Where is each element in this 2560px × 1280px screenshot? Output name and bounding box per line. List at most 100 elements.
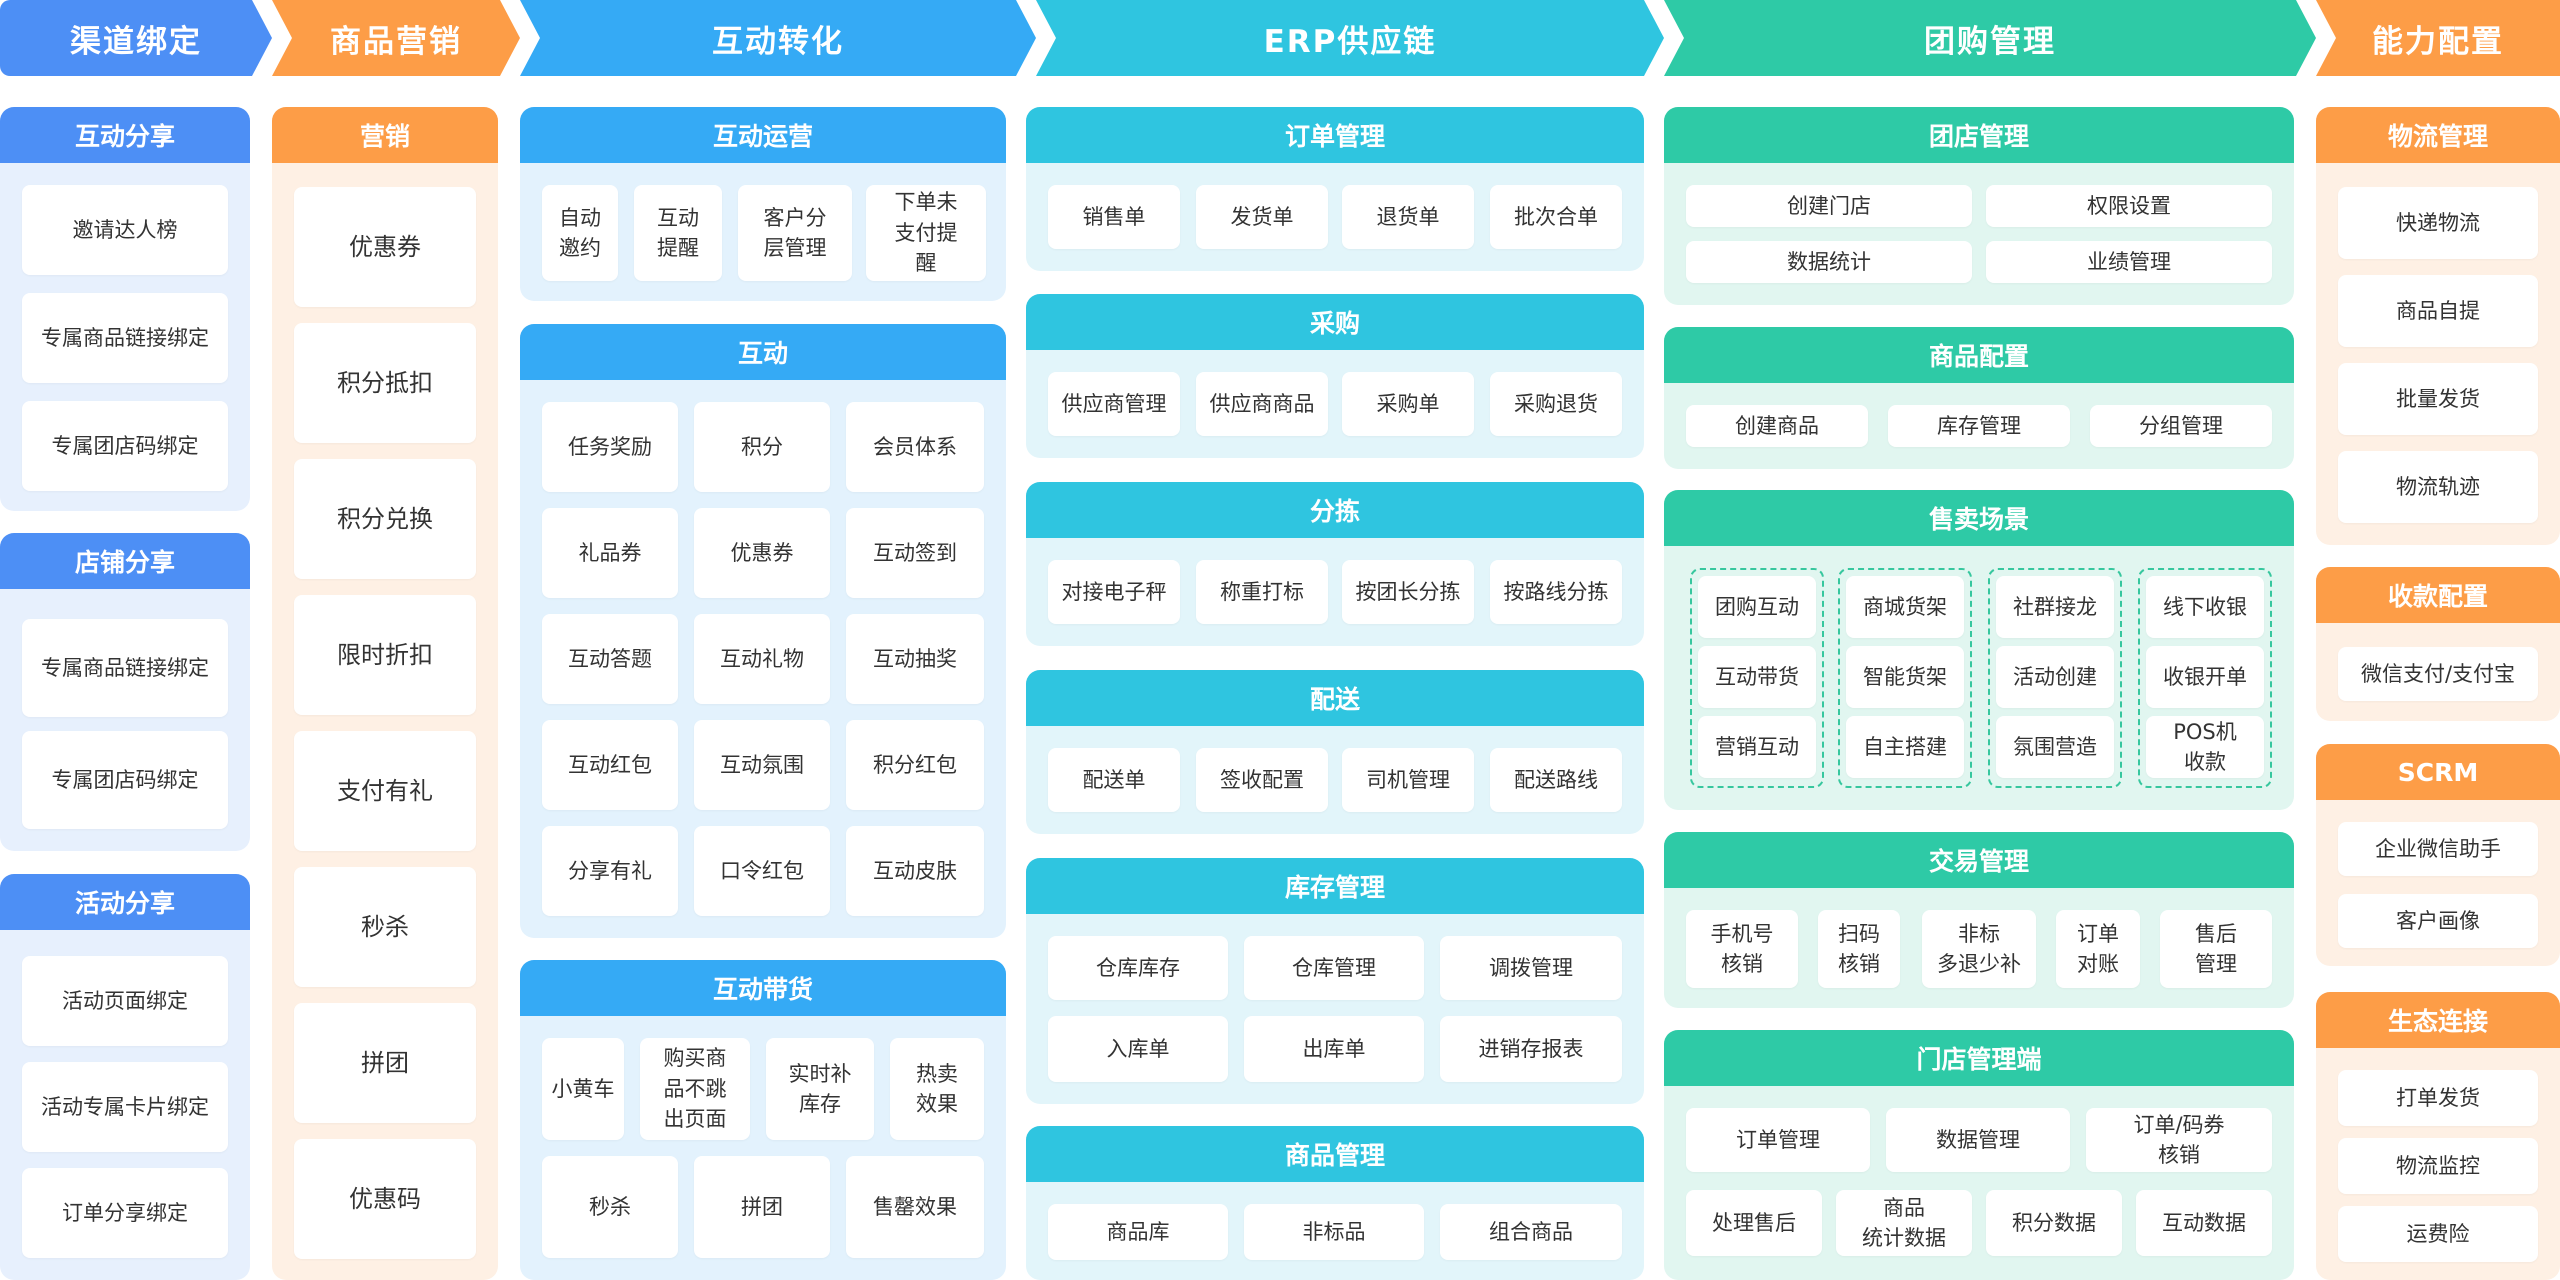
shop-item[interactable]: 积分数据 (1986, 1190, 2122, 1256)
shop-item[interactable]: 处理售后 (1686, 1190, 1822, 1256)
selling-item-cart[interactable]: 小黄车 (542, 1038, 624, 1140)
shop-item[interactable]: 商品统计数据 (1836, 1190, 1972, 1256)
trade-item[interactable]: 订单对账 (2056, 910, 2140, 988)
shop-item[interactable]: 订单/码券核销 (2086, 1108, 2272, 1172)
erp-order-item[interactable]: 销售单 (1048, 185, 1180, 249)
selling-item-in-page-buy[interactable]: 购买商品不跳出页面 (640, 1038, 750, 1140)
erp-delivery-item[interactable]: 司机管理 (1342, 748, 1474, 812)
erp-purchase-item[interactable]: 采购退货 (1490, 372, 1622, 436)
erp-stock-item[interactable]: 进销存报表 (1440, 1016, 1622, 1082)
marketing-item-flash-sale[interactable]: 秒杀 (294, 867, 476, 987)
channel-item[interactable]: 活动专属卡片绑定 (22, 1062, 228, 1152)
ops-item-customer-tiers[interactable]: 客户分层管理 (738, 185, 852, 281)
goods-config-item[interactable]: 分组管理 (2090, 405, 2272, 447)
erp-sort-item[interactable]: 对接电子秤 (1048, 560, 1180, 624)
interaction-item[interactable]: 积分 (694, 402, 830, 492)
logistics-item[interactable]: 快递物流 (2338, 187, 2538, 259)
channel-item[interactable]: 邀请达人榜 (22, 185, 228, 275)
interaction-item[interactable]: 互动氛围 (694, 720, 830, 810)
interaction-item[interactable]: 分享有礼 (542, 826, 678, 916)
marketing-item-points-exchange[interactable]: 积分兑换 (294, 459, 476, 579)
interaction-item[interactable]: 互动答题 (542, 614, 678, 704)
scene-item[interactable]: 社群接龙 (1996, 576, 2114, 638)
eco-item[interactable]: 打单发货 (2338, 1070, 2538, 1126)
interaction-item[interactable]: 礼品券 (542, 508, 678, 598)
erp-stock-item[interactable]: 调拨管理 (1440, 936, 1622, 1000)
scrm-item[interactable]: 客户画像 (2338, 894, 2538, 948)
trade-item[interactable]: 手机号核销 (1686, 910, 1798, 988)
marketing-item-promo-code[interactable]: 优惠码 (294, 1139, 476, 1259)
scene-item[interactable]: 活动创建 (1996, 646, 2114, 708)
interaction-item[interactable]: 互动红包 (542, 720, 678, 810)
interaction-item[interactable]: 互动礼物 (694, 614, 830, 704)
interaction-item[interactable]: 互动皮肤 (846, 826, 984, 916)
scene-item[interactable]: 收银开单 (2146, 646, 2264, 708)
scene-item[interactable]: 营销互动 (1698, 716, 1816, 778)
trade-item[interactable]: 售后管理 (2160, 910, 2272, 988)
logistics-item[interactable]: 批量发货 (2338, 363, 2538, 435)
erp-delivery-item[interactable]: 签收配置 (1196, 748, 1328, 812)
goods-config-item[interactable]: 创建商品 (1686, 405, 1868, 447)
selling-item-hot-sale[interactable]: 热卖效果 (890, 1038, 984, 1140)
marketing-item-pay-gift[interactable]: 支付有礼 (294, 731, 476, 851)
erp-product-item[interactable]: 商品库 (1048, 1204, 1228, 1260)
store-item[interactable]: 数据统计 (1686, 241, 1972, 283)
channel-item[interactable]: 订单分享绑定 (22, 1168, 228, 1258)
scene-item[interactable]: POS机收款 (2146, 716, 2264, 778)
marketing-item-coupon[interactable]: 优惠券 (294, 187, 476, 307)
channel-item[interactable]: 专属团店码绑定 (22, 731, 228, 829)
erp-stock-item[interactable]: 仓库库存 (1048, 936, 1228, 1000)
erp-purchase-item[interactable]: 供应商管理 (1048, 372, 1180, 436)
eco-item[interactable]: 物流监控 (2338, 1138, 2538, 1194)
selling-item-sold-out[interactable]: 售罄效果 (846, 1156, 984, 1258)
selling-item-flash-sale[interactable]: 秒杀 (542, 1156, 678, 1258)
erp-order-item[interactable]: 批次合单 (1490, 185, 1622, 249)
payment-item[interactable]: 微信支付/支付宝 (2338, 647, 2538, 701)
erp-stock-item[interactable]: 仓库管理 (1244, 936, 1424, 1000)
store-item[interactable]: 创建门店 (1686, 185, 1972, 227)
interaction-item[interactable]: 口令红包 (694, 826, 830, 916)
ops-item-reminder[interactable]: 互动提醒 (634, 185, 722, 281)
marketing-item-group-buy[interactable]: 拼团 (294, 1003, 476, 1123)
scene-item[interactable]: 智能货架 (1846, 646, 1964, 708)
erp-sort-item[interactable]: 按团长分拣 (1342, 560, 1474, 624)
scene-item[interactable]: 团购互动 (1698, 576, 1816, 638)
erp-purchase-item[interactable]: 供应商商品 (1196, 372, 1328, 436)
marketing-item-points-deduct[interactable]: 积分抵扣 (294, 323, 476, 443)
erp-delivery-item[interactable]: 配送单 (1048, 748, 1180, 812)
scene-item[interactable]: 氛围营造 (1996, 716, 2114, 778)
erp-order-item[interactable]: 退货单 (1342, 185, 1474, 249)
scene-item[interactable]: 线下收银 (2146, 576, 2264, 638)
ops-item-unpaid-reminder[interactable]: 下单未支付提醒 (866, 185, 986, 281)
shop-item[interactable]: 订单管理 (1686, 1108, 1870, 1172)
channel-item[interactable]: 专属团店码绑定 (22, 401, 228, 491)
interaction-item[interactable]: 任务奖励 (542, 402, 678, 492)
shop-item[interactable]: 互动数据 (2136, 1190, 2272, 1256)
store-item[interactable]: 权限设置 (1986, 185, 2272, 227)
store-item[interactable]: 业绩管理 (1986, 241, 2272, 283)
erp-purchase-item[interactable]: 采购单 (1342, 372, 1474, 436)
marketing-item-limited-discount[interactable]: 限时折扣 (294, 595, 476, 715)
erp-sort-item[interactable]: 称重打标 (1196, 560, 1328, 624)
erp-product-item[interactable]: 非标品 (1244, 1204, 1424, 1260)
interaction-item[interactable]: 积分红包 (846, 720, 984, 810)
interaction-item[interactable]: 优惠券 (694, 508, 830, 598)
interaction-item[interactable]: 互动抽奖 (846, 614, 984, 704)
selling-item-group-buy[interactable]: 拼团 (694, 1156, 830, 1258)
erp-sort-item[interactable]: 按路线分拣 (1490, 560, 1622, 624)
scene-item[interactable]: 自主搭建 (1846, 716, 1964, 778)
erp-order-item[interactable]: 发货单 (1196, 185, 1328, 249)
goods-config-item[interactable]: 库存管理 (1888, 405, 2070, 447)
erp-delivery-item[interactable]: 配送路线 (1490, 748, 1622, 812)
scene-item[interactable]: 互动带货 (1698, 646, 1816, 708)
logistics-item[interactable]: 物流轨迹 (2338, 451, 2538, 523)
erp-stock-item[interactable]: 出库单 (1244, 1016, 1424, 1082)
ops-item-auto-invite[interactable]: 自动邀约 (542, 185, 618, 281)
channel-item[interactable]: 活动页面绑定 (22, 956, 228, 1046)
erp-stock-item[interactable]: 入库单 (1048, 1016, 1228, 1082)
channel-item[interactable]: 专属商品链接绑定 (22, 293, 228, 383)
selling-item-realtime-stock[interactable]: 实时补库存 (766, 1038, 874, 1140)
shop-item[interactable]: 数据管理 (1886, 1108, 2070, 1172)
trade-item[interactable]: 非标多退少补 (1922, 910, 2036, 988)
scrm-item[interactable]: 企业微信助手 (2338, 822, 2538, 876)
